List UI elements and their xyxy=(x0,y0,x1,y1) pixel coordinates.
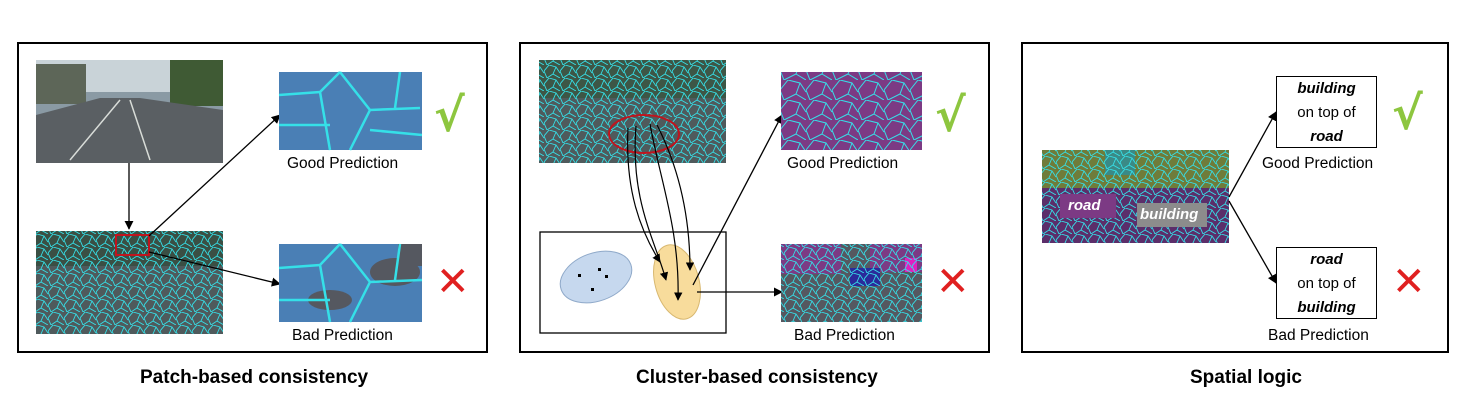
cluster-highlight-ellipse xyxy=(608,114,680,154)
bad-logic-object: building xyxy=(1297,299,1356,316)
cluster-superpixel-image xyxy=(539,60,726,163)
good-logic-relation: on top of xyxy=(1297,104,1356,121)
good-logic-object: road xyxy=(1310,128,1343,145)
bad-logic-relation: on top of xyxy=(1297,275,1356,292)
road-image-label: road xyxy=(1068,197,1101,214)
spatial-caption: Spatial logic xyxy=(1190,367,1302,388)
spatial-cross-icon: ✕ xyxy=(1392,259,1426,305)
arrow-spatial-bad xyxy=(1228,200,1277,284)
bad-logic-subject: road xyxy=(1310,251,1343,268)
patch-bad-prediction-image xyxy=(278,243,423,323)
spatial-check-icon: √ xyxy=(1392,86,1423,140)
patch-bad-label: Bad Prediction xyxy=(292,327,393,344)
spatial-segmentation-image xyxy=(1042,150,1229,243)
good-logic-box: building on top of road xyxy=(1276,76,1377,148)
building-image-label: building xyxy=(1140,206,1199,223)
cluster-blue xyxy=(559,250,633,304)
cluster-check-icon: √ xyxy=(935,88,966,142)
feature-points xyxy=(578,268,608,291)
patch-cross-icon: ✕ xyxy=(436,259,470,305)
cluster-mapping-arrows xyxy=(627,123,695,301)
cluster-good-prediction-image xyxy=(781,72,922,150)
superpixel-image xyxy=(36,231,223,334)
cluster-panel xyxy=(519,42,990,353)
spatial-panel xyxy=(1021,42,1449,353)
cluster-bad-label: Bad Prediction xyxy=(794,327,895,344)
cluster-cross-icon: ✕ xyxy=(936,259,970,305)
good-logic-subject: building xyxy=(1297,80,1356,97)
bad-logic-box: road on top of building xyxy=(1276,247,1377,319)
patch-good-label: Good Prediction xyxy=(287,155,399,172)
cluster-good-label: Good Prediction xyxy=(787,155,899,172)
arrow-to-bad xyxy=(148,251,281,287)
arrow-spatial-good xyxy=(1228,111,1277,198)
street-photo xyxy=(36,60,223,163)
arrow-to-good xyxy=(148,114,281,237)
cluster-caption: Cluster-based consistency xyxy=(636,367,878,388)
patch-caption: Patch-based consistency xyxy=(140,367,369,388)
patch-check-icon: √ xyxy=(434,88,465,142)
spatial-good-label: Good Prediction xyxy=(1262,155,1374,172)
spatial-bad-label: Bad Prediction xyxy=(1268,327,1369,344)
patch-good-prediction-image xyxy=(278,71,423,151)
arrow-cluster-good xyxy=(692,114,783,286)
highlight-patch xyxy=(115,234,150,256)
cluster-bad-prediction-image xyxy=(781,244,922,322)
